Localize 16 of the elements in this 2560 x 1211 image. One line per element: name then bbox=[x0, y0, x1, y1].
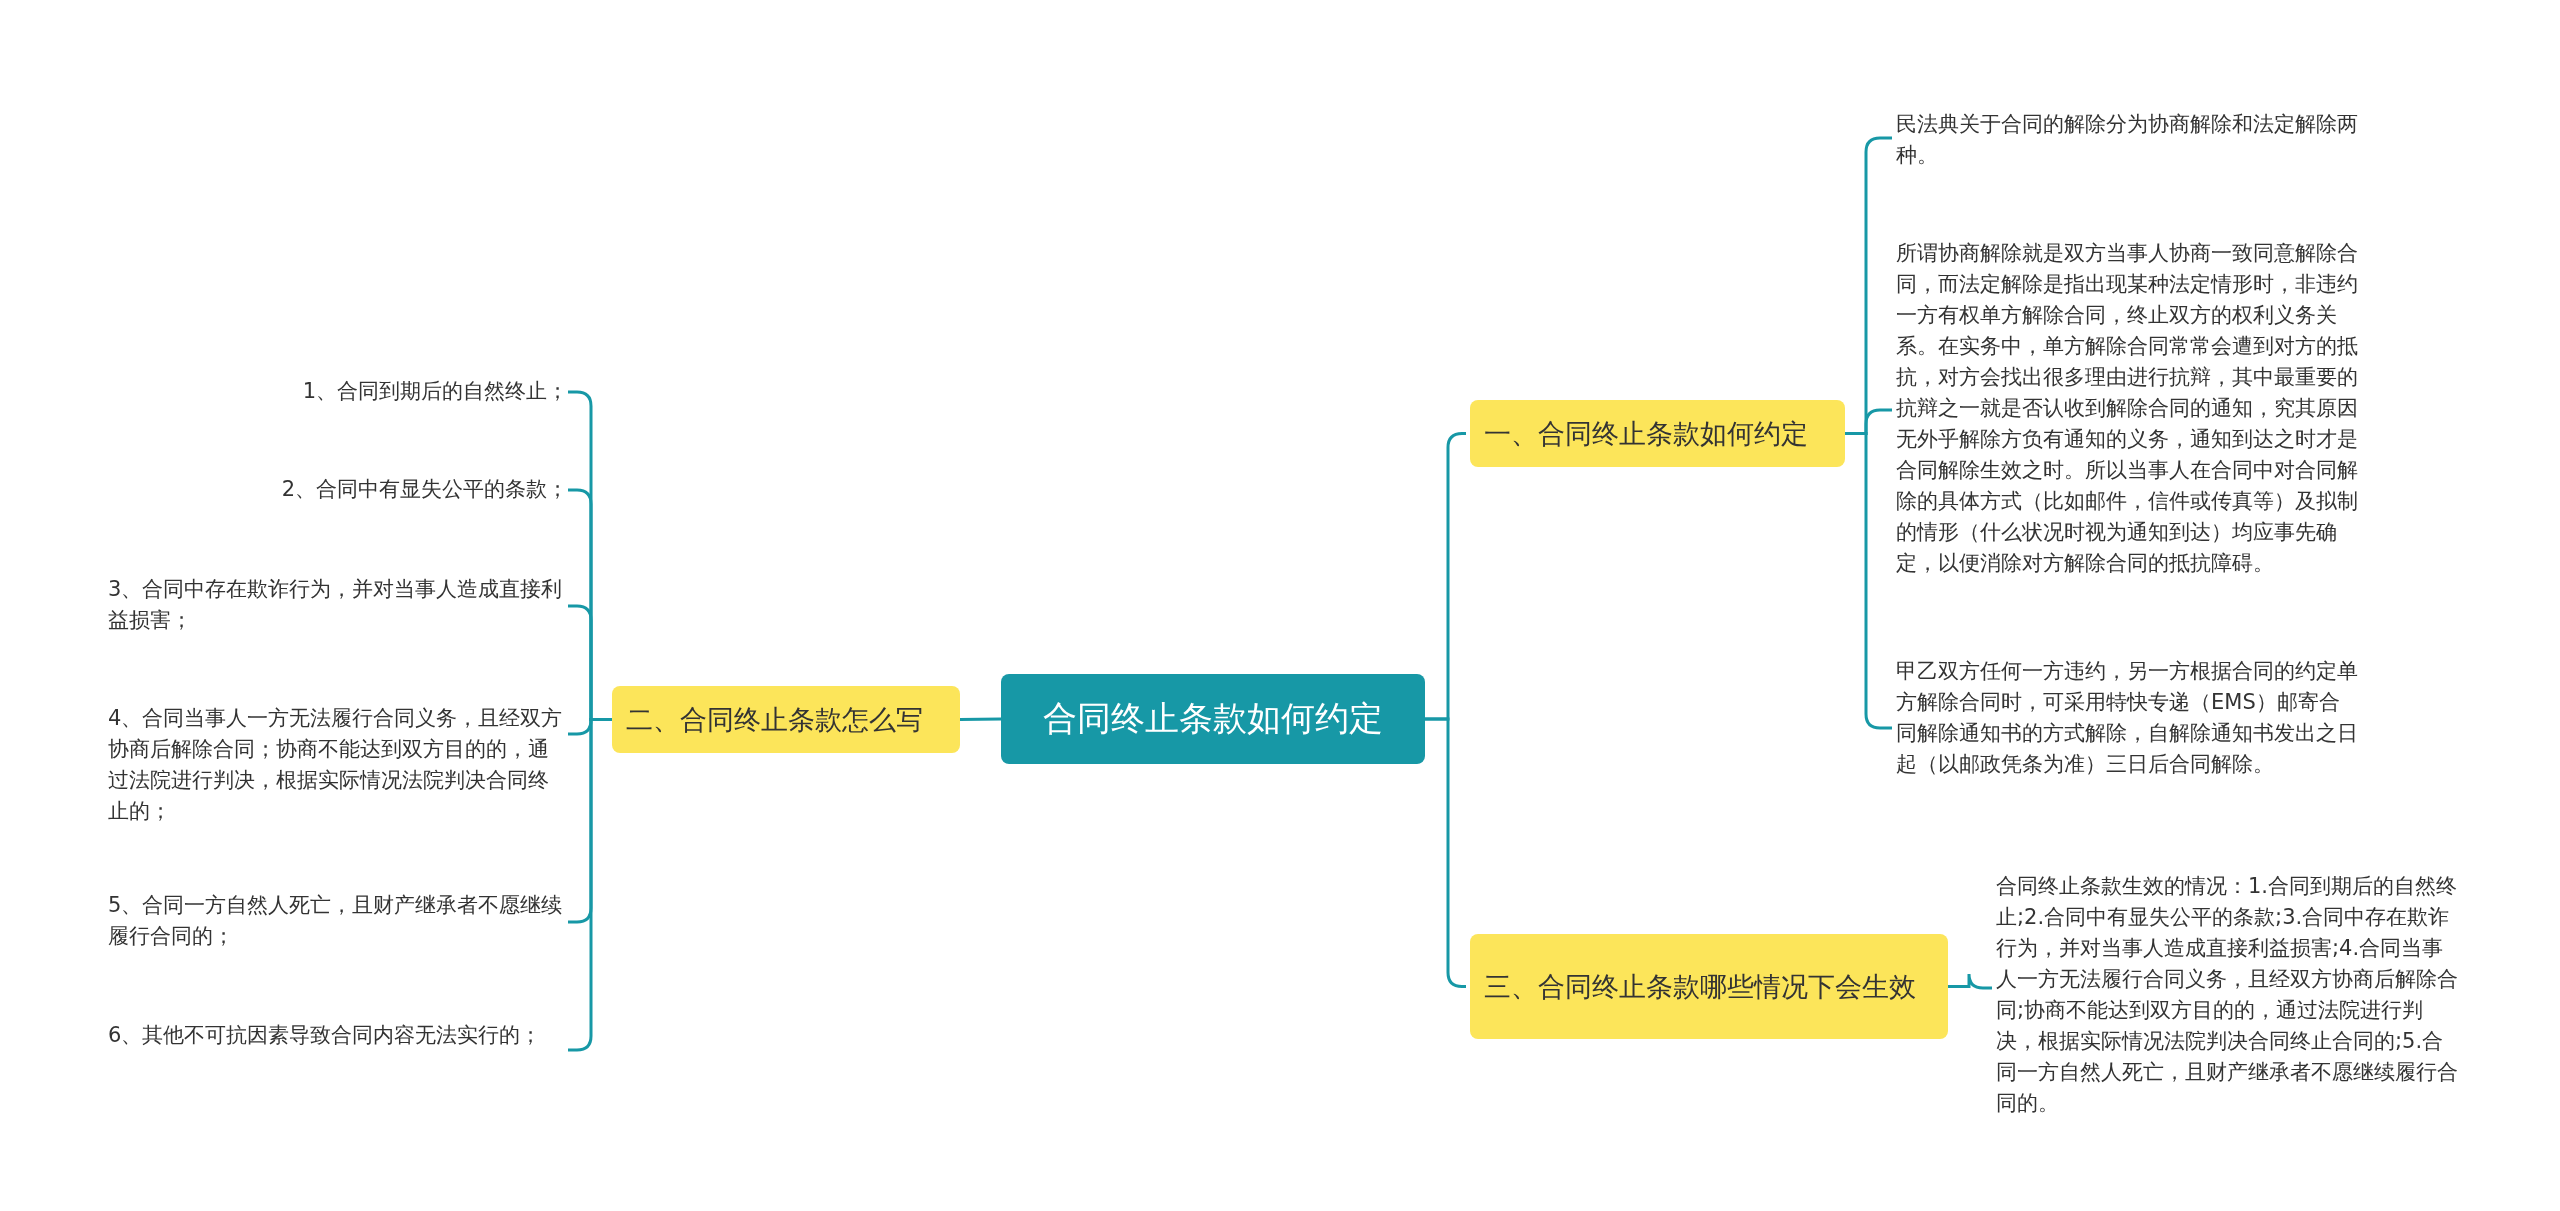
topic-box: 二、合同终止条款怎么写 bbox=[612, 686, 960, 753]
note-text: 2、合同中有显失公平的条款； bbox=[108, 474, 568, 505]
topic-box: 三、合同终止条款哪些情况下会生效 bbox=[1470, 934, 1948, 1039]
note-text: 3、合同中存在欺诈行为，并对当事人造成直接利益损害； bbox=[108, 574, 568, 636]
note-text: 6、其他不可抗因素导致合同内容无法实行的； bbox=[108, 1020, 568, 1051]
note-text: 1、合同到期后的自然终止； bbox=[108, 376, 568, 407]
note-text: 所谓协商解除就是双方当事人协商一致同意解除合同，而法定解除是指出现某种法定情形时，非违约一方有权单方解除合同，终止双方的权利义务关系。在实务中，单方解除合同常常会遭到对方的抵抗，对方会找出很多理由进行抗辩，其中最重要的抗辩之一就是否认收到解除合同的通知，究其原因无外乎解除方负有通知的义务，通知到达之时才是合同解除生效之时。所以当事人在合同中对合同解除的具体方式（比如邮件，信件或传真等）及拟制的情形（什么状况时视为通知到达）均应事先确定，以便消除对方解除合同的抵抗障碍。 bbox=[1896, 238, 2358, 579]
note-text: 合同终止条款生效的情况：1.合同到期后的自然终止;2.合同中有显失公平的条款;3.合同中存在欺诈行为，并对当事人造成直接利益损害;4.合同当事人一方无法履行合同义务，且经双方协商后解除合同;协商不能达到双方目的的，通过法院进行判决，根据实际情况法院判决合同终止合同的;5.合同一方自然人死亡，且财产继承者不愿继续履行合同的。 bbox=[1996, 871, 2458, 1119]
connector-line bbox=[1948, 972, 1992, 990]
note-text: 5、合同一方自然人死亡，且财产继承者不愿继续履行合同的； bbox=[108, 890, 568, 952]
central-topic-box: 合同终止条款如何约定 bbox=[1001, 674, 1425, 764]
note-text: 4、合同当事人一方无法履行合同义务，且经双方协商后解除合同；协商不能达到双方目的的，通过法院进行判决，根据实际情况法院判决合同终止的； bbox=[108, 703, 568, 827]
note-text: 民法典关于合同的解除分为协商解除和法定解除两种。 bbox=[1896, 109, 2358, 171]
connector-line bbox=[959, 717, 1002, 721]
topic-box: 一、合同终止条款如何约定 bbox=[1470, 400, 1845, 467]
note-text: 甲乙双方任何一方违约，另一方根据合同的约定单方解除合同时，可采用特快专递（EMS）邮寄合同解除通知书的方式解除，自解除通知书发出之日起（以邮政凭条为准）三日后合同解除。 bbox=[1896, 656, 2358, 780]
